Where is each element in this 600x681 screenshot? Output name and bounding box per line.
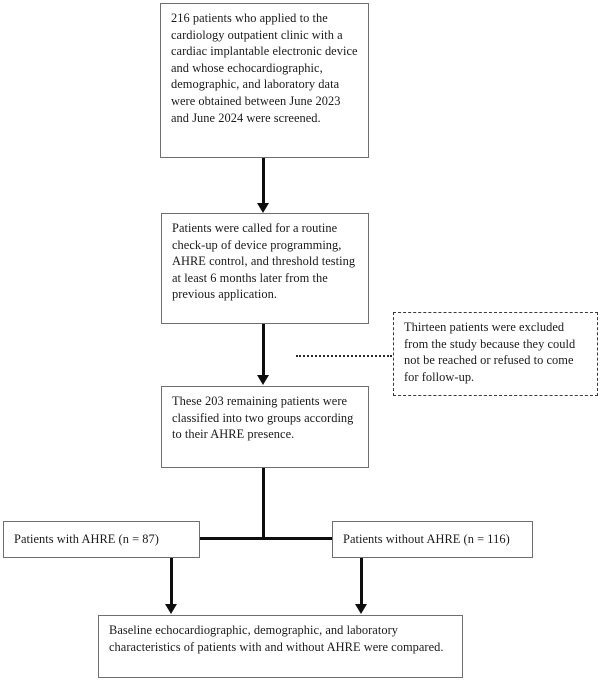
box-followup-call-text: Patients were called for a routine check…	[172, 221, 356, 302]
box-classified-text: These 203 remaining patients were classi…	[172, 394, 354, 442]
box-excluded-text: Thirteen patients were excluded from the…	[404, 320, 576, 384]
connector-with-ahre-to-comparison	[170, 558, 173, 605]
arrowhead-without-ahre-to-comparison	[355, 604, 367, 614]
box-group-with-ahre-text: Patients with AHRE (n = 87)	[14, 532, 159, 547]
connector-classified-stem	[262, 468, 265, 540]
arrowhead-with-ahre-to-comparison	[165, 604, 177, 614]
box-followup-call: Patients were called for a routine check…	[161, 213, 369, 324]
arrowhead-followup-to-classified	[257, 375, 269, 385]
box-classified: These 203 remaining patients were classi…	[161, 386, 369, 468]
box-group-without-ahre-text: Patients without AHRE (n = 116)	[343, 532, 510, 547]
arrowhead-screened-to-followup	[257, 203, 269, 213]
connector-exclusion-dotted	[296, 355, 392, 357]
connector-without-ahre-to-comparison	[360, 558, 363, 605]
connector-group-split-bar	[199, 537, 333, 540]
box-comparison-text: Baseline echocardiographic, demographic,…	[109, 623, 444, 654]
connector-followup-to-classified	[262, 324, 265, 376]
box-comparison: Baseline echocardiographic, demographic,…	[98, 615, 463, 678]
connector-screened-to-followup	[262, 158, 265, 204]
box-excluded: Thirteen patients were excluded from the…	[393, 312, 598, 396]
box-group-with-ahre: Patients with AHRE (n = 87)	[3, 521, 200, 558]
box-group-without-ahre: Patients without AHRE (n = 116)	[332, 521, 533, 558]
box-screened-text: 216 patients who applied to the cardiolo…	[171, 11, 358, 125]
box-screened: 216 patients who applied to the cardiolo…	[160, 3, 369, 158]
